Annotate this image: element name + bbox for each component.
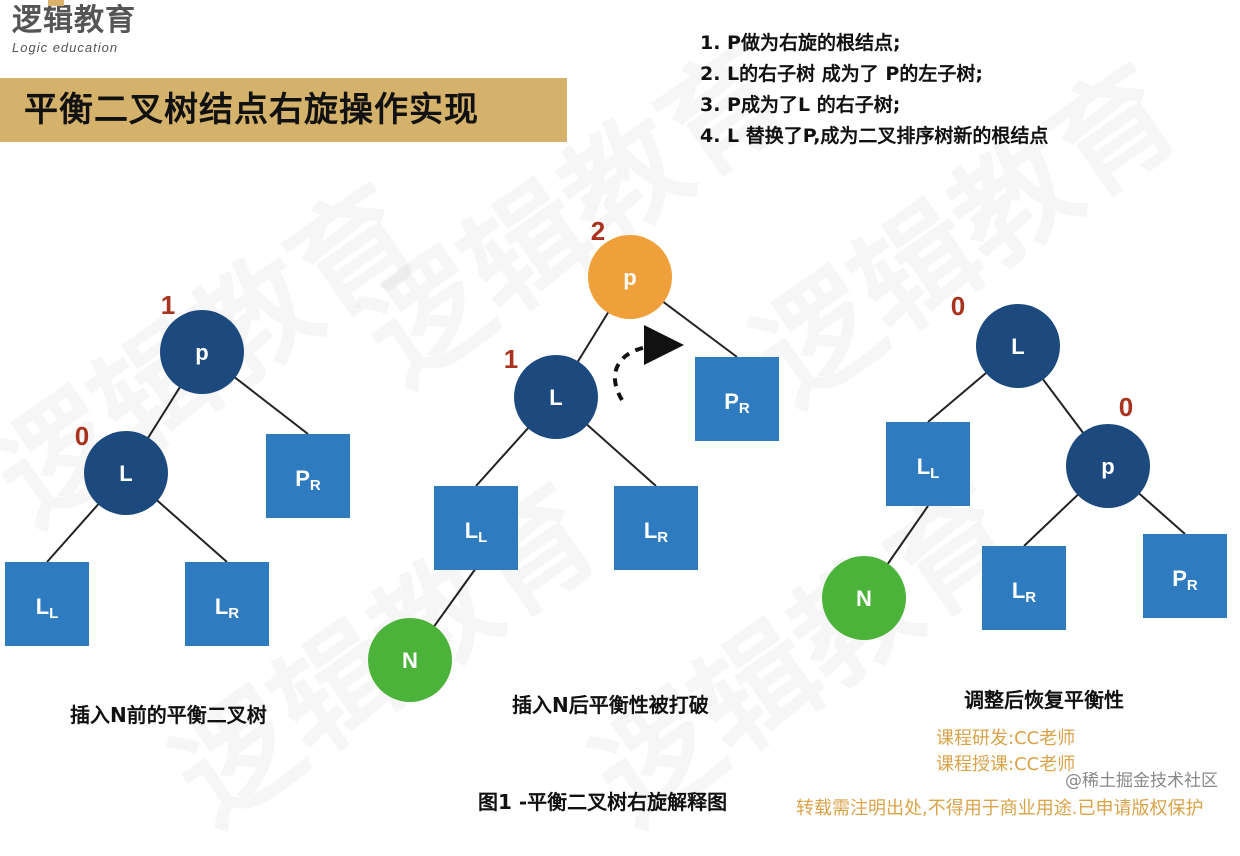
figure-caption: 图1 -平衡二叉树右旋解释图 — [478, 790, 728, 814]
node-N-label: N — [856, 586, 872, 611]
node-L — [84, 431, 168, 515]
node-L-label: L — [1011, 334, 1024, 359]
node-PR — [266, 434, 350, 518]
node-N — [822, 556, 906, 640]
logo-mark-icon — [48, 0, 64, 6]
balance-factor: 0 — [951, 291, 965, 321]
step-3: 3. P成为了L 的右子树; — [700, 94, 901, 116]
node-p — [1066, 424, 1150, 508]
node-p — [160, 310, 244, 394]
node-PR — [1143, 534, 1227, 618]
caption-broken: 插入N后平衡性被打破 — [512, 693, 709, 717]
step-1: 1. P做为右旋的根结点; — [700, 32, 901, 54]
balance-factor: 1 — [504, 344, 518, 374]
node-PR-label: PR — [295, 466, 321, 494]
balance-factor: 2 — [591, 216, 605, 246]
balance-factor: 0 — [75, 421, 89, 451]
page-title: 平衡二叉树结点右旋操作实现 — [24, 90, 479, 130]
node-LL-label: LL — [465, 518, 488, 546]
caption-before: 插入N前的平衡二叉树 — [70, 703, 267, 727]
node-p-label: p — [1101, 454, 1114, 479]
logo-en: Logic education — [12, 40, 119, 55]
source-label: @稀土掘金技术社区 — [1065, 771, 1218, 791]
balance-factor: 0 — [1119, 392, 1133, 422]
balance-factor: 1 — [161, 290, 175, 320]
node-LR-label: LR — [215, 594, 239, 622]
copyright-notice: 转载需注明出处,不得用于商业用途.已申请版权保护 — [796, 798, 1204, 819]
node-LR-label: LR — [644, 518, 668, 546]
node-PR-label: PR — [1172, 566, 1198, 594]
node-LR-label: LR — [1012, 578, 1036, 606]
caption-after: 调整后恢复平衡性 — [964, 688, 1124, 712]
node-PR — [695, 357, 779, 441]
rotation-arrow-icon — [612, 325, 684, 402]
diagram-broken: p 2 L 1 PR LL LR N — [368, 216, 779, 702]
credit-line: 课程授课:CC老师 — [936, 754, 1076, 775]
tree-diagrams: p 1 L 0 PR LL LR p 2 L 1 PR LL LR N — [5, 216, 1227, 702]
node-L-label: L — [549, 385, 562, 410]
logo-cn: 逻辑教育 — [12, 3, 136, 38]
step-2: 2. L的右子树 成为了 P的左子树; — [700, 63, 983, 85]
node-N — [368, 618, 452, 702]
node-PR-label: PR — [724, 389, 750, 417]
credit-line: 课程研发:CC老师 — [936, 728, 1076, 749]
node-LL-label: LL — [917, 454, 940, 482]
node-p-label: p — [623, 265, 636, 290]
logo: 逻辑教育 Logic education — [12, 0, 136, 55]
step-4: 4. L 替换了P,成为二叉排序树新的根结点 — [700, 125, 1049, 147]
node-LR — [185, 562, 269, 646]
node-LL-label: LL — [36, 594, 59, 622]
title-bar — [0, 78, 567, 142]
node-N-label: N — [402, 648, 418, 673]
node-LR — [614, 486, 698, 570]
node-L — [976, 304, 1060, 388]
node-L — [514, 355, 598, 439]
node-L-label: L — [119, 461, 132, 486]
node-p — [588, 235, 672, 319]
diagram-after: L 0 LL p 0 N LR PR — [822, 291, 1227, 640]
node-LR — [982, 546, 1066, 630]
node-LL — [886, 422, 970, 506]
diagram-before: p 1 L 0 PR LL LR — [5, 290, 350, 646]
node-LL — [434, 486, 518, 570]
node-LL — [5, 562, 89, 646]
node-p-label: p — [195, 340, 208, 365]
rotation-steps: 1. P做为右旋的根结点; 2. L的右子树 成为了 P的左子树; 3. P成为… — [700, 28, 1048, 152]
